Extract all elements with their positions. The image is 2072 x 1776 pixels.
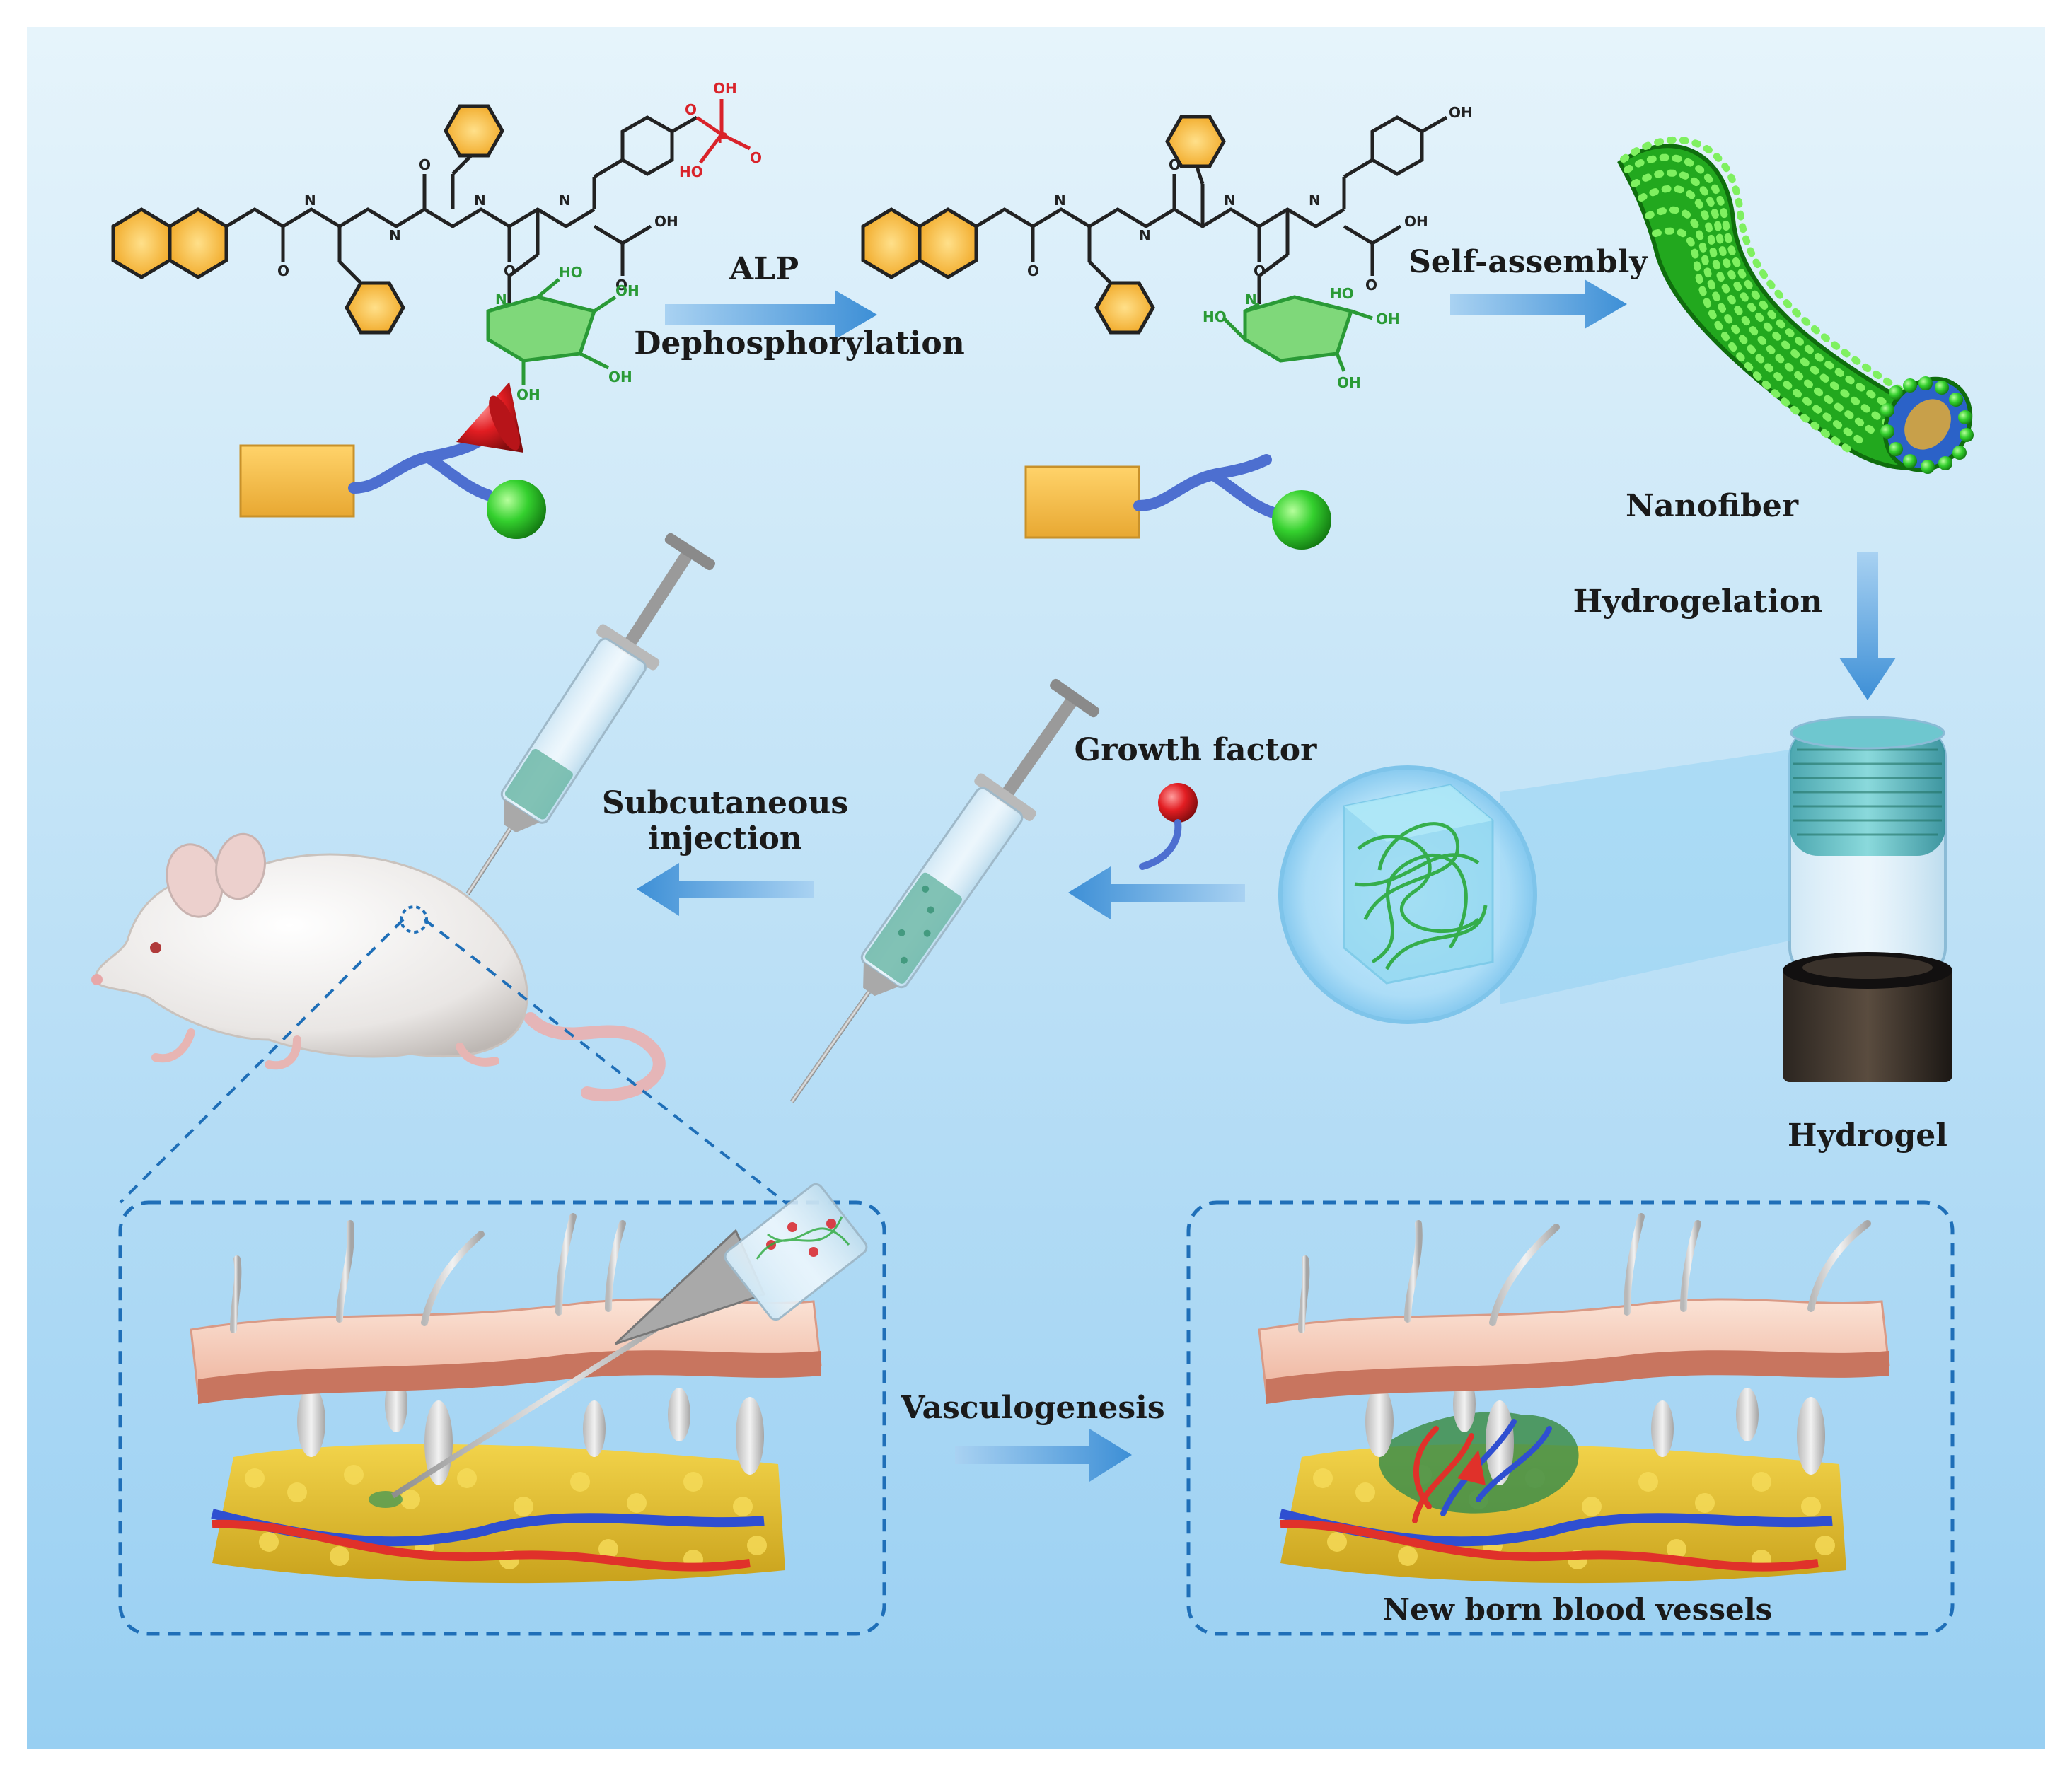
svg-text:OH: OH (608, 368, 632, 385)
nanofiber-label: Nanofiber (1626, 488, 1799, 524)
svg-text:N: N (1224, 192, 1236, 209)
svg-text:O: O (1169, 156, 1181, 173)
growth-factor-icon (1139, 783, 1198, 870)
needle-closeup (390, 1183, 868, 1499)
svg-text:O: O (1365, 277, 1377, 294)
mouse-illustration (91, 832, 666, 1102)
gel-network-magnified (1278, 765, 1537, 1024)
svg-text:OH: OH (516, 386, 540, 403)
precursor-molecule (111, 104, 698, 335)
svg-text:HO: HO (559, 264, 583, 281)
precursor-cartoon (239, 382, 546, 539)
skin-tissue-after (1258, 1213, 1890, 1584)
loading-arrow (1068, 866, 1245, 919)
svg-text:OH: OH (1337, 374, 1361, 391)
magnification-beam (1500, 750, 1790, 1004)
svg-text:N: N (559, 192, 571, 209)
hydrogelation-arrow (1839, 552, 1896, 700)
molecule2-atom-labels: O O O N N N N O OH OH N HO OH OH HO (1027, 104, 1473, 391)
subcutaneous-label-line1: Subcutaneous (602, 785, 848, 821)
mouse-eye (150, 942, 161, 953)
loaded-syringe (789, 678, 1100, 1103)
mouse-nose (91, 974, 103, 985)
svg-text:OH: OH (713, 80, 737, 97)
svg-text:O: O (685, 101, 697, 118)
glucose-ball-icon (487, 480, 546, 539)
svg-text:O: O (1027, 262, 1039, 279)
dephosphorylated-molecule (861, 115, 1448, 335)
svg-text:O: O (750, 149, 762, 166)
svg-text:O: O (277, 262, 289, 279)
dephosphorylated-cartoon (1024, 454, 1331, 550)
svg-text:OH: OH (615, 282, 639, 299)
svg-text:OH: OH (1376, 310, 1400, 327)
svg-text:P: P (717, 129, 728, 146)
zoom-line-right (423, 918, 787, 1204)
alp-label: ALP (729, 251, 799, 287)
glucose-ball-icon (1272, 490, 1331, 550)
svg-text:N: N (495, 291, 507, 308)
dephosphorylation-arrow (665, 290, 877, 339)
svg-text:N: N (304, 192, 316, 209)
vasculogenesis-arrow (955, 1429, 1132, 1482)
glucose-group (1222, 295, 1373, 372)
naphthalene-icon (861, 207, 978, 279)
svg-text:O: O (504, 262, 516, 279)
self-assembly-arrow (1450, 279, 1627, 329)
svg-text:N: N (474, 192, 486, 209)
svg-text:N: N (1309, 192, 1321, 209)
molecule1-atom-labels: O O O N N N N O OH O OH P O HO N HO OH O… (277, 80, 762, 403)
svg-text:N: N (389, 227, 401, 244)
svg-text:OH: OH (654, 213, 678, 230)
glucose-group (486, 278, 617, 385)
naphthalene-icon (111, 207, 228, 279)
hydrogel-label: Hydrogel (1788, 1118, 1947, 1154)
mouse-ear (215, 832, 266, 900)
mouse-tail (524, 1012, 666, 1102)
injection-inset-frame (118, 1200, 886, 1636)
svg-text:HO: HO (1330, 285, 1354, 302)
svg-text:N: N (1054, 192, 1066, 209)
subcutaneous-label-line2: injection (648, 820, 802, 857)
svg-text:O: O (419, 156, 431, 173)
svg-text:HO: HO (679, 163, 703, 180)
vasculogenesis-label: Vasculogenesis (900, 1390, 1164, 1426)
hair-follicles (297, 1376, 764, 1485)
nanofiber-illustration (1617, 136, 1974, 474)
injecting-syringe (465, 533, 715, 895)
svg-text:HO: HO (1203, 308, 1227, 325)
svg-text:O: O (1254, 262, 1266, 279)
phosphate-group (695, 99, 751, 164)
self-assembly-label: Self-assembly (1408, 244, 1648, 280)
dephosphorylation-label: Dephosphorylation (634, 325, 964, 361)
hydrogelation-label: Hydrogelation (1573, 584, 1823, 620)
svg-text:N: N (1139, 227, 1151, 244)
svg-text:OH: OH (1404, 213, 1428, 230)
growth-factor-label: Growth factor (1075, 732, 1318, 768)
new-vessels-label: New born blood vessels (1383, 1592, 1773, 1627)
injection-arrow (637, 863, 814, 916)
svg-text:N: N (1245, 291, 1257, 308)
hydrogel-vial (1783, 716, 1952, 1082)
svg-text:O: O (615, 277, 627, 294)
svg-text:OH: OH (1449, 104, 1473, 121)
vascularized-inset-frame (1186, 1200, 1955, 1636)
zoom-line-left (119, 918, 405, 1204)
